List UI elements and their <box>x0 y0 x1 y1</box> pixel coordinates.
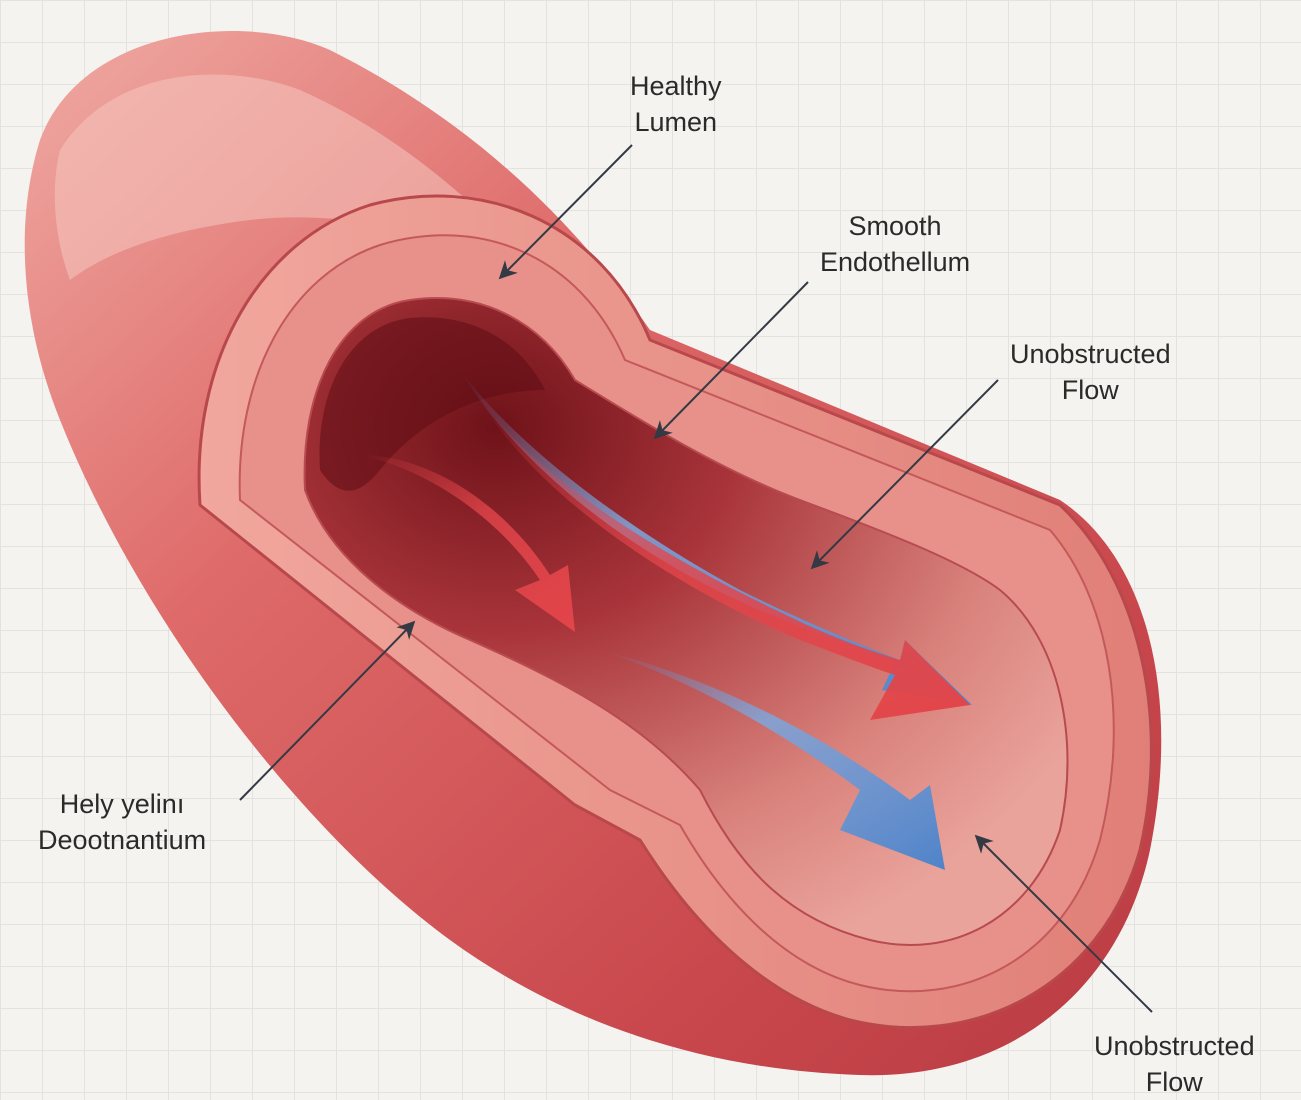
label-smooth-endothelium-line2: Endothellum <box>820 244 970 280</box>
label-smooth-endothelium-line1: Smooth <box>820 208 970 244</box>
label-unobstructed-flow-top-line1: Unobstructed <box>1010 336 1171 372</box>
label-healthy-lumen-line2: Lumen <box>630 104 722 140</box>
label-unobstructed-flow-bottom-line2: Flow <box>1094 1064 1255 1100</box>
label-left-wall: Hely yelinı Deootnantium <box>38 786 206 858</box>
label-unobstructed-flow-top: Unobstructed Flow <box>1010 336 1171 408</box>
label-healthy-lumen: Healthy Lumen <box>630 68 722 140</box>
label-healthy-lumen-line1: Healthy <box>630 68 722 104</box>
label-smooth-endothelium: Smooth Endothellum <box>820 208 970 280</box>
label-left-wall-line1: Hely yelinı <box>38 786 206 822</box>
label-unobstructed-flow-bottom-line1: Unobstructed <box>1094 1028 1255 1064</box>
label-left-wall-line2: Deootnantium <box>38 822 206 858</box>
label-unobstructed-flow-top-line2: Flow <box>1010 372 1171 408</box>
label-unobstructed-flow-bottom: Unobstructed Flow <box>1094 1028 1255 1100</box>
